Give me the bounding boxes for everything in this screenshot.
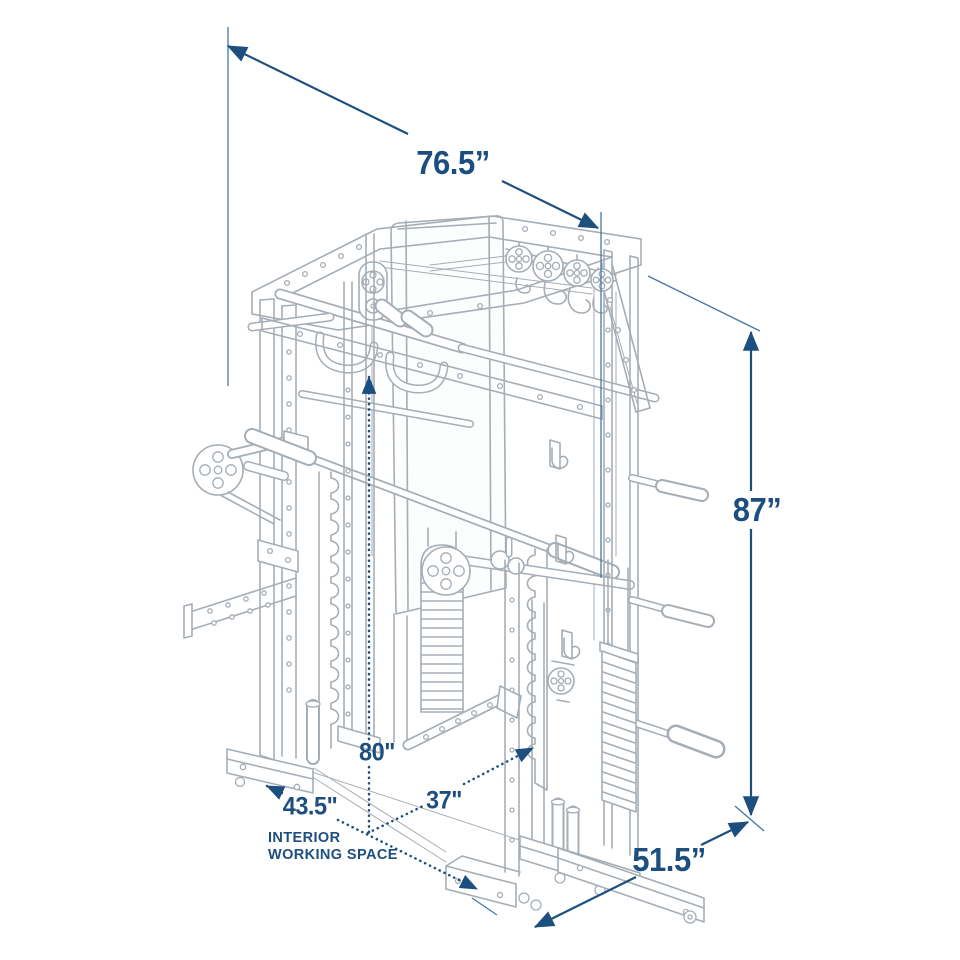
dimension-label-interior-width: 43.5"	[282, 792, 338, 821]
dimension-label-overall-depth: 51.5”	[632, 841, 706, 878]
center-guide-column	[337, 233, 381, 754]
dimension-line-overall-depth	[533, 876, 637, 928]
dimension-line-overall-width	[501, 180, 600, 229]
dimension-label-interior-depth: 37"	[426, 786, 462, 815]
interior-working-space-caption: INTERIOR WORKING SPACE	[268, 830, 398, 864]
dotted-line-interior-depth	[462, 746, 535, 786]
caption-line-1: INTERIOR	[268, 830, 341, 846]
dotted-line-interior-depth	[366, 804, 425, 835]
right-scallop-strip	[526, 548, 548, 791]
dotted-line-interior-width	[336, 818, 479, 891]
dotted-line-interior-width	[265, 784, 286, 800]
interior-dimension-lines	[265, 375, 535, 891]
dimension-line-overall-width	[226, 45, 409, 135]
extension-tick-depth-top	[734, 805, 765, 832]
safety-arm	[402, 685, 522, 751]
left-tower	[183, 298, 340, 794]
dimension-lines	[226, 45, 760, 928]
right-weight-stack	[599, 559, 639, 813]
top-pulley-cluster	[505, 242, 617, 292]
dimension-label-overall-width: 76.5”	[416, 144, 490, 181]
front-uprights-and-feet	[445, 559, 705, 924]
dimension-line-overall-depth	[700, 821, 750, 846]
caption-line-2: WORKING SPACE	[268, 847, 398, 863]
cable-trolley	[358, 261, 434, 338]
weight-horn-pegs	[628, 474, 726, 759]
extension-lines	[227, 27, 765, 916]
smith-barbell	[244, 428, 620, 580]
low-pulley	[547, 660, 575, 703]
front-rail-beam	[261, 317, 603, 420]
extension-tick-depth-bottom	[471, 897, 498, 916]
dimension-label-overall-height: 87”	[732, 491, 782, 528]
mid-trolley	[421, 536, 635, 596]
pull-up-bars	[247, 288, 660, 428]
extension-line-height-top	[647, 275, 761, 332]
dimension-label-interior-height: 80"	[359, 738, 395, 767]
